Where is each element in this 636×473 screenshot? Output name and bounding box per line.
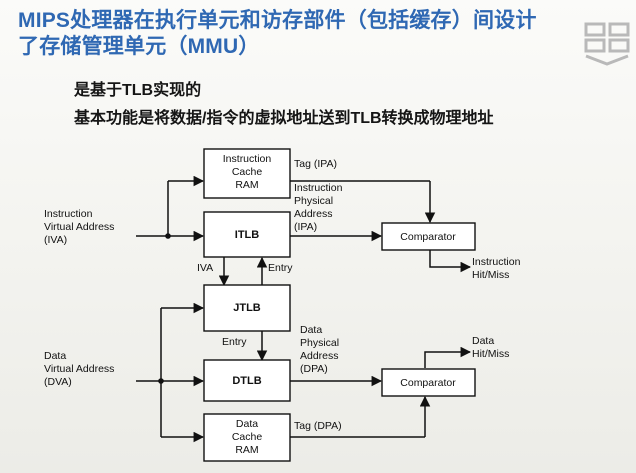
node-text: Data [236,418,258,430]
svg-text:Virtual Address: Virtual Address [44,363,114,375]
edge-instr-hit [429,250,472,273]
label-instruction-physical-address: Instruction Physical Address (IPA) [294,182,343,233]
label-tag-dpa: Tag (DPA) [294,420,342,432]
node-instruction-cache-ram: Instruction Cache RAM [203,148,291,199]
node-data-cache-ram: Data Cache RAM [203,413,291,462]
svg-text:Data: Data [300,324,322,336]
svg-text:Physical: Physical [300,337,339,349]
label-entry-up: Entry [268,262,293,274]
slide-title-line-1: MIPS处理器在执行单元和访存部件（包括缓存）间设计 [18,9,537,32]
node-text: Comparator [400,231,456,243]
junction-dva [158,378,164,384]
slide-title: MIPS处理器在执行单元和访存部件（包括缓存）间设计 了存储管理单元（MMU） [18,8,578,60]
node-text: JTLB [233,302,261,314]
label-instruction-hit-miss: Instruction Hit/Miss [472,256,521,281]
svg-text:Instruction: Instruction [294,182,343,194]
node-text: Instruction [223,153,272,165]
svg-text:Physical: Physical [294,195,333,207]
node-itlb: ITLB [203,211,291,258]
diagram-edges [136,175,472,443]
svg-text:Data: Data [44,350,66,362]
node-text: DTLB [232,375,261,387]
svg-text:Instruction: Instruction [472,256,521,268]
edge-data-hit [424,346,472,368]
label-instruction-virtual-address: Instruction Virtual Address (IVA) [44,208,114,246]
label-entry-down: Entry [222,336,247,348]
svg-text:Hit/Miss: Hit/Miss [472,348,509,360]
svg-text:Hit/Miss: Hit/Miss [472,269,509,281]
node-text: Cache [232,166,263,178]
node-text: RAM [235,444,258,456]
node-comparator-data: Comparator [381,368,476,397]
node-text: Comparator [400,377,456,389]
label-tag-ipa: Tag (IPA) [294,158,337,170]
label-data-physical-address: Data Physical Address (DPA) [300,324,339,375]
node-text: ITLB [235,229,259,241]
svg-text:Data: Data [472,335,494,347]
node-jtlb: JTLB [203,284,291,332]
book-logo-icon [584,22,630,66]
bullet-tlb-based: 是基于TLB实现的 [74,82,202,99]
svg-text:(DPA): (DPA) [300,363,328,375]
label-data-hit-miss: Data Hit/Miss [472,335,509,360]
slide-title-line-2: 了存储管理单元（MMU） [18,35,260,58]
svg-text:(IVA): (IVA) [44,234,67,246]
svg-text:(IPA): (IPA) [294,221,317,233]
svg-text:Address: Address [300,350,339,362]
node-text: Cache [232,431,263,443]
label-iva: IVA [197,262,213,274]
bullet-basic-function: 基本功能是将数据/指令的虚拟地址送到TLB转换成物理地址 [74,110,494,127]
svg-text:Address: Address [294,208,333,220]
node-dtlb: DTLB [203,359,291,402]
svg-text:(DVA): (DVA) [44,376,72,388]
node-comparator-instruction: Comparator [381,222,476,251]
svg-text:Instruction: Instruction [44,208,93,220]
node-text: RAM [235,179,258,191]
svg-text:Virtual Address: Virtual Address [44,221,114,233]
junction-iva [165,233,171,239]
label-data-virtual-address: Data Virtual Address (DVA) [44,350,114,388]
